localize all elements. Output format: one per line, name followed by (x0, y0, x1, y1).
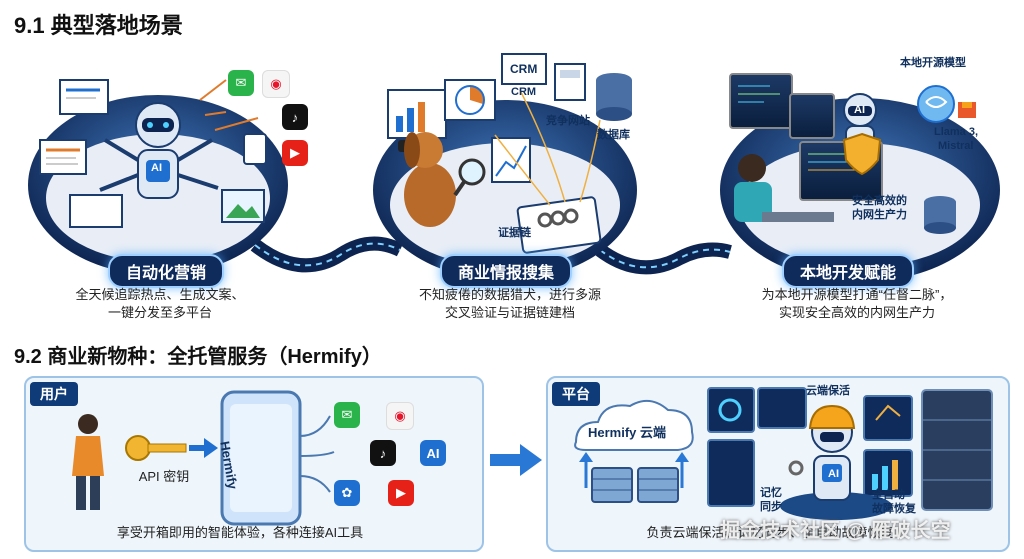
api-key-icon (125, 435, 151, 461)
side-monitor-icon (789, 93, 835, 139)
user-ai-icon: AI (420, 440, 446, 466)
line-chart-doc-icon (491, 137, 531, 183)
youtube-icon: ▶ (282, 140, 308, 166)
scene-desc-marketing-1: 全天候追踪热点、生成文案、 (75, 287, 245, 302)
memory-sync-label-1: 记忆 (760, 487, 782, 499)
crm-label: CRM (511, 86, 537, 98)
auto-recover-label-2: 故障恢复 (872, 503, 916, 515)
cloud-label: Hermify 云端 (588, 425, 667, 440)
weibo-icon: ◉ (262, 70, 290, 98)
competitor-label: 竞争网站 (546, 115, 590, 127)
server-monitor-icon (729, 73, 793, 129)
scene-desc-intelligence-2: 交叉验证与证据链建档 (444, 305, 575, 320)
scene-desc-localdev-1: 为本地开源模型打通“任督二脉”， (761, 287, 953, 302)
user-panel-illustration (72, 390, 335, 526)
database-label: 数据库 (597, 129, 630, 141)
platform-panel-tag: 平台 (552, 382, 600, 406)
local-robot-ai-label: AI (854, 104, 865, 116)
shield-lock-icon (842, 132, 882, 176)
dashboard-left-icon (707, 387, 755, 433)
api-key-label: API 密钥 (138, 469, 190, 484)
scene-title-intelligence: 商业情报搜集 (440, 254, 573, 288)
user-person-icon (78, 414, 98, 434)
flow-arrow-icon (490, 444, 542, 476)
platform-panel-caption: 负责云端保活、记忆同步、全自动故障恢复 (646, 525, 894, 540)
cloud-keepalive-label: 云端保活 (806, 385, 850, 397)
brain-model-icon (917, 85, 955, 123)
scene-desc-intelligence-1: 不知疲倦的数据猎犬，进行多源 (418, 287, 601, 302)
user-youtube-icon: ▶ (388, 480, 414, 506)
magnifier-icon (458, 158, 486, 186)
dashboard-right-icon (863, 395, 913, 441)
user-tiktok-icon: ♪ (370, 440, 396, 466)
models-label: 本地开源模型 (900, 57, 966, 69)
mistral-label: Mistral (938, 140, 974, 152)
notepad-icon (69, 194, 123, 228)
user-panel-tag: 用户 (30, 382, 78, 406)
auto-recover-label-1: 全自动 (872, 489, 905, 501)
user-weibo-icon: ◉ (386, 402, 414, 430)
llama-label: Llama 3, (934, 126, 979, 138)
openai-icon: ✿ (334, 480, 360, 506)
secure-label-2: 内网生产力 (852, 209, 907, 221)
tiktok-icon: ♪ (282, 104, 308, 130)
robot-ai-label: AI (151, 162, 162, 174)
scene-title-localdev: 本地开发赋能 (782, 254, 915, 288)
evidence-label: 证据链 (498, 227, 531, 239)
wrench-icon (788, 460, 804, 476)
hard-hat-icon (808, 404, 856, 429)
tablet-icon (243, 133, 267, 165)
crm-icon (501, 53, 547, 85)
wechat-icon: ✉ (228, 70, 254, 96)
scenes-illustration (28, 53, 1000, 282)
maintenance-robot-ai-label: AI (828, 468, 839, 480)
scene-desc-marketing-2: 一键分发至多平台 (107, 305, 212, 320)
server-block-icon (591, 467, 633, 503)
document-icon (39, 139, 87, 175)
scene-title-marketing: 自动化营销 (108, 254, 225, 288)
section2-title: 9.2 商业新物种：全托管服务（Hermify） (14, 346, 382, 368)
secure-label-1: 安全高效的 (852, 195, 907, 207)
scene-desc-localdev-2: 实现安全高效的内网生产力 (778, 305, 935, 320)
section1-title: 9.1 典型落地场景 (14, 13, 183, 38)
data-hound-icon (404, 163, 456, 227)
platform-illustration (574, 387, 993, 520)
article-icon (59, 79, 109, 115)
user-wechat-icon: ✉ (334, 402, 360, 428)
watermark: 掘金技术社区 @ 雁破长空 (720, 520, 951, 542)
user-panel-caption: 享受开箱即用的智能体验，各种连接AI工具 (116, 525, 364, 540)
memory-sync-label-2: 同步 (760, 501, 782, 513)
developer-icon (738, 154, 766, 182)
competitor-page-icon (554, 63, 586, 101)
cloud-icon (574, 399, 694, 451)
crm-box-label: CRM (510, 62, 538, 76)
